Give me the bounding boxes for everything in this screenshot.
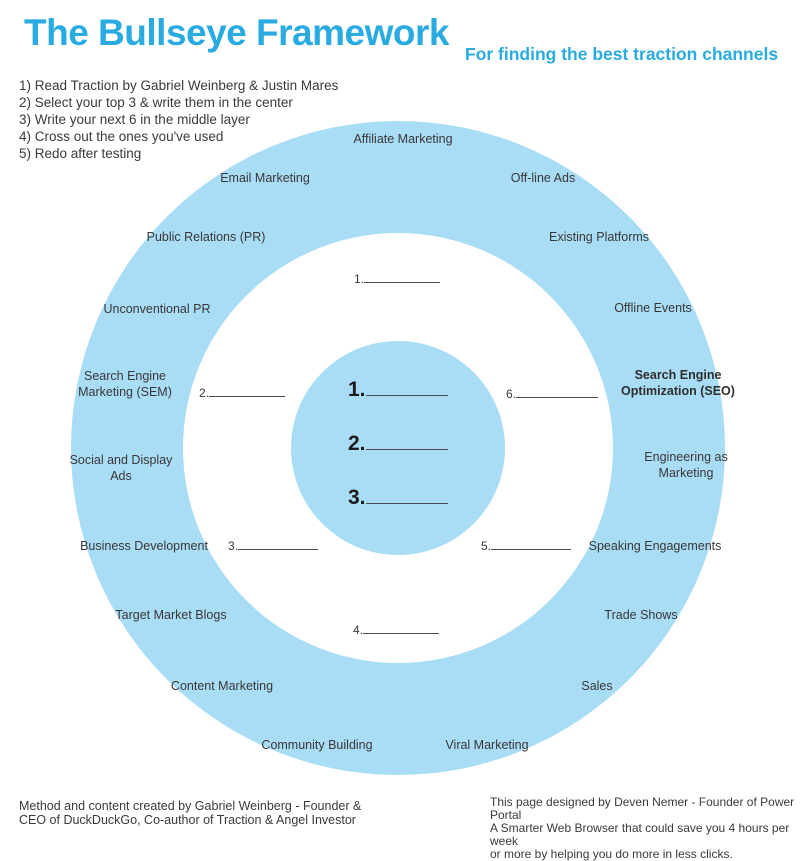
middle-blank-2: 2. (199, 386, 286, 400)
channel-label-business-development: Business Development (80, 538, 208, 553)
middle-blank-6-number: 6. (506, 387, 517, 401)
middle-blank-6: 6. (506, 387, 599, 401)
channel-label-offline-ads: Off-line Ads (510, 170, 576, 185)
bullseye-framework-page: The Bullseye Framework For finding the b… (19, 12, 794, 861)
middle-blank-3-line (238, 547, 319, 550)
instruction-step-3: 3) Write your next 6 in the middle layer (19, 112, 250, 127)
channel-label-sales: Sales (581, 678, 613, 693)
middle-blank-1: 1. (354, 272, 441, 286)
middle-blank-5: 5. (481, 539, 572, 553)
instructions-list: 1) Read Traction by Gabriel Weinberg & J… (19, 77, 338, 162)
page-subtitle: For finding the best traction channels (465, 44, 779, 64)
center-blank-3-number: 3. (348, 486, 366, 509)
center-blank-1-line (365, 393, 448, 396)
instruction-step-5: 5) Redo after testing (19, 146, 142, 161)
channel-label-search-engine-marketing: Search Engine Marketing (SEM) (78, 368, 172, 399)
channel-label-content-marketing: Content Marketing (170, 678, 274, 693)
channel-label-search-engine-optimization: Search Engine Optimization (SEO) (621, 367, 735, 398)
center-circle (291, 341, 505, 555)
middle-blank-4: 4. (353, 623, 440, 637)
channel-label-unconventional-pr: Unconventional PR (103, 301, 211, 316)
channel-label-speaking-engagements: Speaking Engagements (588, 538, 722, 553)
center-blank-3-line (365, 501, 448, 504)
middle-blank-3: 3. (228, 539, 319, 553)
channel-label-existing-platforms: Existing Platforms (548, 229, 650, 244)
credit-deven-nemer: This page designed by Deven Nemer - Foun… (490, 795, 795, 861)
instruction-step-4: 4) Cross out the ones you've used (19, 129, 224, 144)
center-blank-2-line (365, 447, 448, 450)
middle-blank-1-line (364, 280, 441, 283)
middle-blank-4-number: 4. (353, 623, 364, 637)
channel-label-target-market-blogs: Target Market Blogs (115, 607, 227, 622)
page-title: The Bullseye Framework (24, 12, 449, 53)
middle-blank-5-number: 5. (481, 539, 492, 553)
channel-label-email-marketing: Email Marketing (220, 170, 310, 185)
middle-blank-3-number: 3. (228, 539, 239, 553)
instruction-step-1: 1) Read Traction by Gabriel Weinberg & J… (19, 78, 339, 93)
channel-label-viral-marketing: Viral Marketing (445, 737, 529, 752)
middle-blank-4-line (363, 631, 440, 634)
middle-blank-5-line (491, 547, 572, 550)
center-blank-2-number: 2. (348, 432, 366, 455)
middle-blank-2-line (209, 394, 286, 397)
center-blank-1-number: 1. (348, 378, 366, 401)
instruction-step-2: 2) Select your top 3 & write them in the… (19, 95, 293, 110)
channel-label-social-display-ads: Social and Display Ads (69, 452, 173, 483)
middle-blank-1-number: 1. (354, 272, 365, 286)
middle-blank-2-number: 2. (199, 386, 210, 400)
channel-label-offline-events: Offline Events (614, 300, 692, 315)
channel-label-public-relations: Public Relations (PR) (146, 229, 266, 244)
channel-label-affiliate-marketing: Affiliate Marketing (353, 131, 453, 146)
center-blank-1: 1. (348, 378, 448, 402)
channel-label-engineering-as-marketing: Engineering as Marketing (644, 449, 728, 480)
channel-label-community-building: Community Building (261, 737, 373, 752)
credit-gabriel-weinberg: Method and content created by Gabriel We… (19, 799, 362, 827)
center-blank-3: 3. (348, 486, 448, 510)
center-blank-2: 2. (348, 432, 448, 456)
channel-label-trade-shows: Trade Shows (604, 607, 678, 622)
middle-blank-6-line (516, 395, 599, 398)
